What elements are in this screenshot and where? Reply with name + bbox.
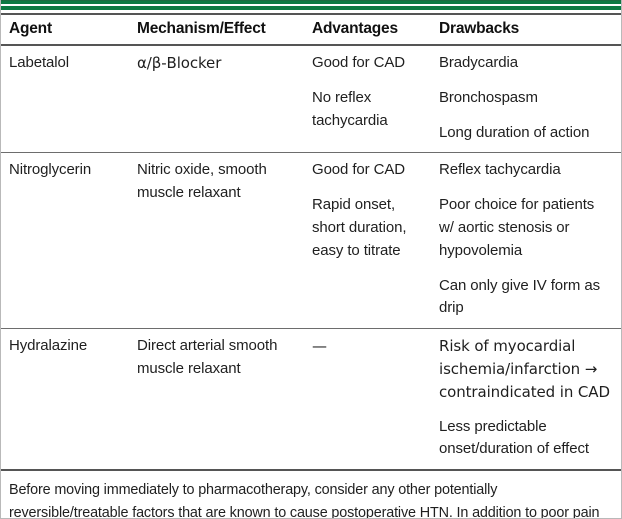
drawback-item: Bradycardia — [439, 54, 518, 71]
cell-drawbacks: Risk of myocardial ischemia/infarction →… — [431, 329, 621, 469]
row-hydralazine: Hydralazine Direct arterial smooth muscl… — [1, 329, 621, 469]
cell-agent: Nitroglycerin — [9, 161, 92, 179]
header-top-rule — [1, 13, 621, 15]
accent-rule-top — [1, 0, 621, 1]
cell-mechanism: Nitric oxide, smooth muscle relaxant — [129, 153, 304, 328]
mechanism-item: Nitric oxide, smooth muscle relaxant — [137, 161, 267, 202]
accent-rule-divider — [1, 4, 621, 6]
cell-agent: Hydralazine — [9, 337, 88, 355]
cell-mechanism: Direct arterial smooth muscle relaxant — [129, 329, 304, 469]
table-header-row: Agent Mechanism/Effect Advantages Drawba… — [1, 15, 621, 44]
footnote-part-1: Before moving immediately to pharmacothe… — [9, 482, 600, 519]
drawback-item: Reflex tachycardia — [439, 161, 561, 179]
cell-drawbacks: Reflex tachycardia Poor choice for patie… — [431, 153, 621, 328]
drawback-item: Long duration of action — [439, 123, 590, 141]
cell-mechanism: α/β-Blocker — [129, 46, 304, 152]
row-labetalol: Labetalol α/β-Blocker Good for CAD No re… — [1, 46, 621, 152]
drawback-item: Poor choice for patients w/ aortic steno… — [439, 196, 595, 259]
drawback-item: Bronchospasm — [439, 88, 538, 106]
column-header-mechanism: Mechanism/Effect — [137, 20, 266, 37]
row-separator-1 — [1, 152, 621, 154]
table-row: Hydralazine Direct arterial smooth muscl… — [1, 329, 621, 469]
column-header-drawbacks: Drawbacks — [439, 20, 520, 37]
column-header-agent: Agent — [9, 20, 52, 37]
drawback-item: Less predictable onset/duration of effec… — [439, 417, 589, 458]
row-nitroglycerin: Nitroglycerin Nitric oxide, smooth muscl… — [1, 153, 621, 328]
footnote-text: Before moving immediately to pharmacothe… — [1, 471, 621, 519]
cell-advantages: — — [304, 329, 431, 469]
column-header-advantages: Advantages — [312, 20, 398, 37]
cell-advantages: Good for CAD Rapid onset, short duration… — [304, 153, 431, 328]
accent-bar — [1, 0, 621, 13]
table-header: Agent Mechanism/Effect Advantages Drawba… — [1, 15, 621, 44]
cell-advantages: Good for CAD No reflex tachycardia — [304, 46, 431, 152]
advantage-none-dash: — — [312, 337, 327, 356]
advantage-item: Good for CAD — [312, 161, 406, 179]
table-row: Nitroglycerin Nitric oxide, smooth muscl… — [1, 153, 621, 328]
table-row: Labetalol α/β-Blocker Good for CAD No re… — [1, 46, 621, 152]
cell-drawbacks: Bradycardia Bronchospasm Long duration o… — [431, 46, 621, 152]
accent-rule-upper — [1, 1, 621, 4]
advantage-item: No reflex tachycardia — [312, 88, 388, 129]
drawback-item: Can only give IV form as drip — [439, 276, 601, 317]
row-separator-2 — [1, 328, 621, 330]
drawback-item: Risk of myocardial ischemia/infarction →… — [439, 337, 610, 401]
footnote-top-rule — [1, 469, 621, 472]
header-bottom-rule — [1, 44, 621, 46]
cell-agent: Labetalol — [9, 54, 69, 71]
mechanism-item: Direct arterial smooth muscle relaxant — [137, 337, 278, 377]
advantage-item: Good for CAD — [312, 54, 406, 71]
agents-table: Agent Mechanism/Effect Advantages Drawba… — [1, 15, 621, 44]
accent-rule-lower — [1, 6, 621, 10]
advantage-item: Rapid onset, short duration, easy to tit… — [312, 196, 407, 259]
mechanism-item: α/β-Blocker — [137, 54, 222, 72]
accent-bar-gap — [1, 10, 621, 13]
